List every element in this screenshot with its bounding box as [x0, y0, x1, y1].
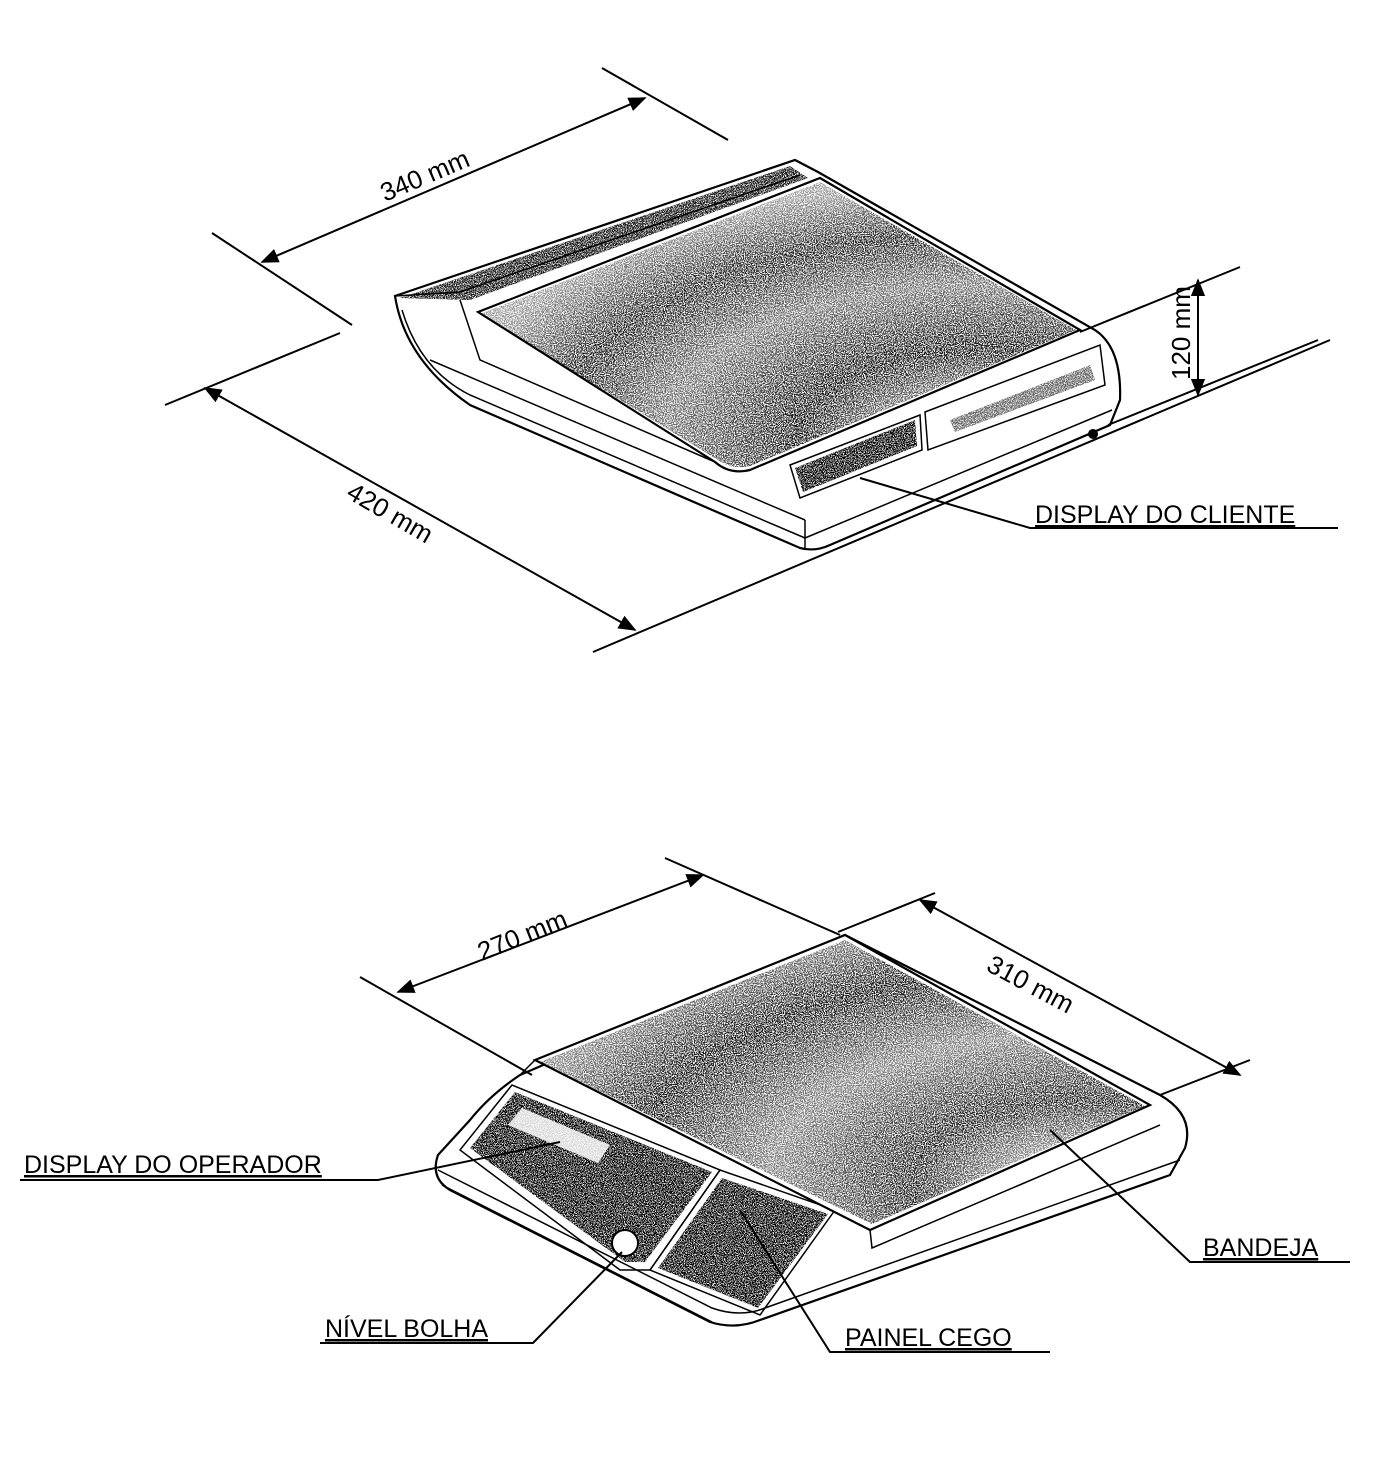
top-dimension-lines — [164, 67, 1338, 653]
dim-width-top: 340 mm — [376, 143, 474, 207]
bubble-level — [611, 1229, 639, 1257]
operator-display — [508, 1108, 610, 1163]
top-scale-drawing — [393, 158, 1122, 551]
dim-depth-top: 420 mm — [342, 476, 438, 549]
label-operator-display: DISPLAY DO OPERADOR — [24, 1151, 322, 1179]
dim-height-top: 120 mm — [1166, 286, 1196, 380]
label-customer-display: DISPLAY DO CLIENTE — [1035, 501, 1295, 529]
label-bubble-level: NÍVEL BOLHA — [325, 1314, 488, 1343]
label-blind-panel: PAINEL CEGO — [845, 1324, 1012, 1352]
label-tray: BANDEJA — [1203, 1234, 1319, 1262]
customer-display — [789, 413, 923, 499]
bottom-dimension-lines — [20, 857, 1350, 1353]
dim-width-bottom: 270 mm — [473, 904, 571, 967]
